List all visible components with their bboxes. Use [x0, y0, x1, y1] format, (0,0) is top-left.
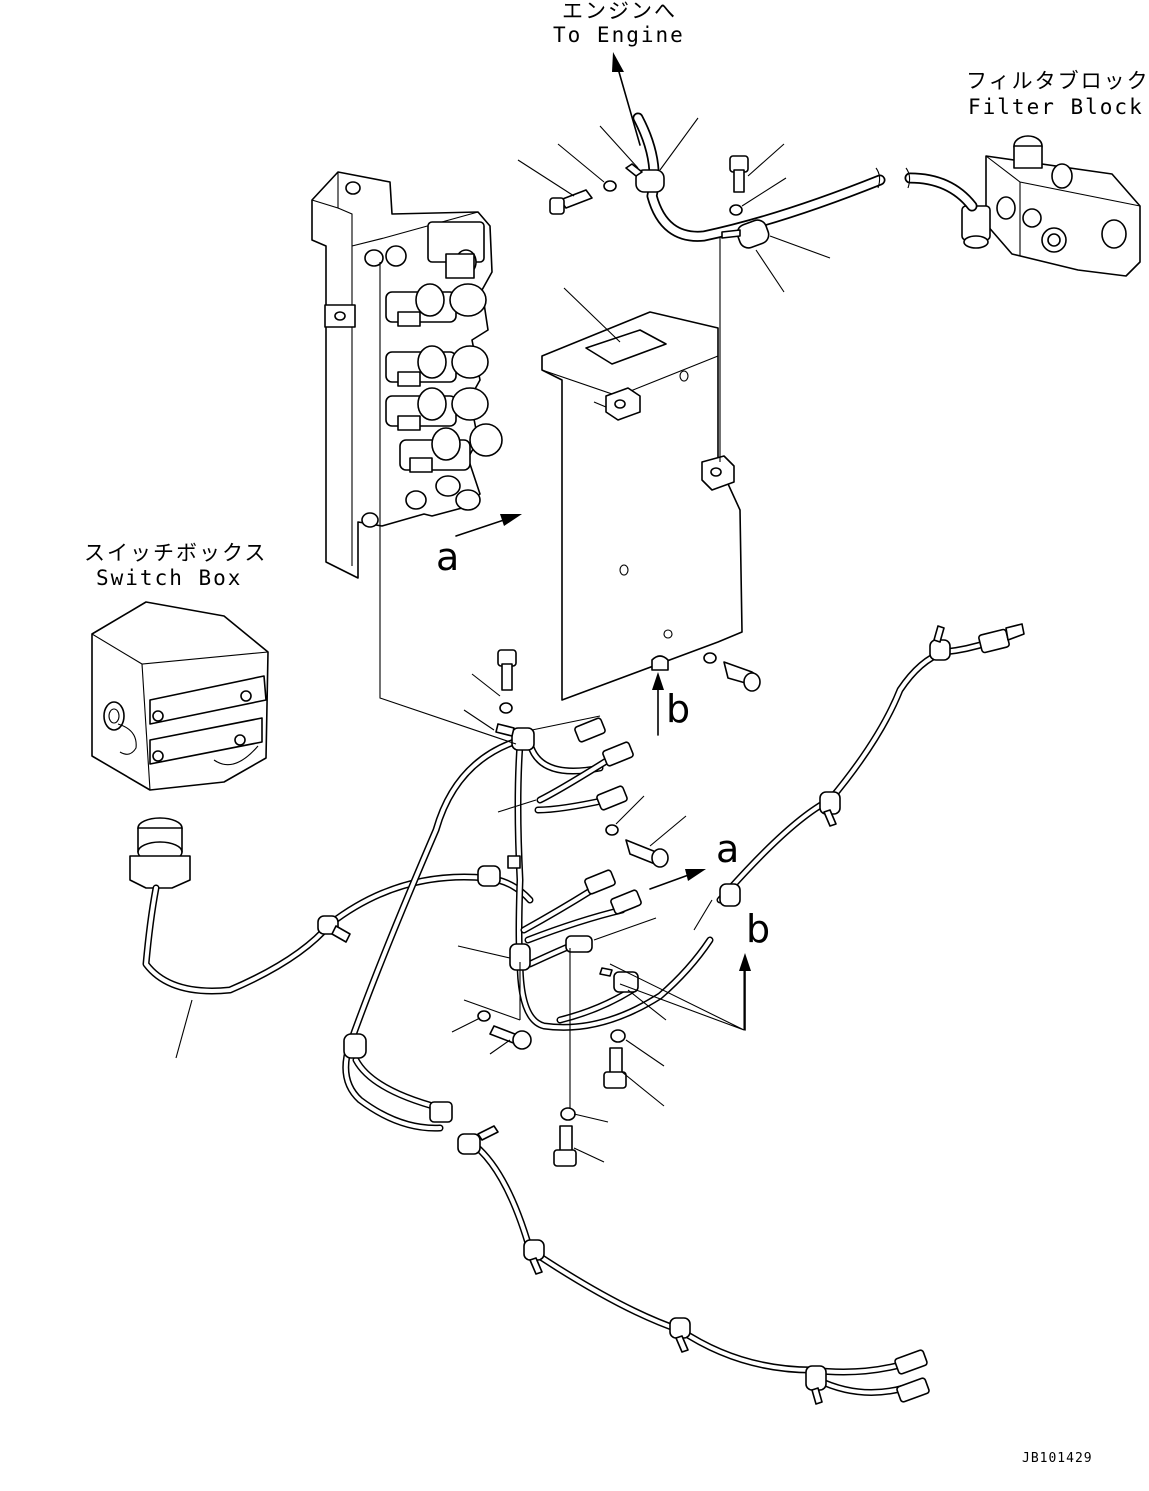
filter-block-label-en: Filter Block — [968, 95, 1144, 119]
bolt-harness-left — [489, 1025, 532, 1050]
switch-box-label-jp: スイッチボックス — [84, 541, 267, 565]
label-plate — [585, 329, 667, 365]
arrow-to-engine — [612, 52, 641, 146]
marker-b-upper: b — [666, 687, 690, 731]
arrow-b-lower — [739, 953, 751, 1031]
filter-block — [961, 135, 1141, 277]
arrow-a-lower — [649, 869, 706, 890]
bolt-panel-right — [703, 652, 761, 692]
washer-harness-mid — [605, 824, 619, 836]
solenoid-valve-1 — [385, 283, 487, 327]
leader-lines — [175, 117, 831, 1163]
washer-harness-upper — [499, 702, 513, 714]
hose-clamp-upper — [625, 163, 665, 193]
arrow-b-upper — [652, 672, 664, 736]
hose-clamp-right — [721, 219, 770, 249]
bolt-top-right — [729, 155, 749, 193]
controller-panel — [541, 311, 743, 701]
solenoid-valve-2 — [385, 345, 489, 387]
marker-a-upper: a — [436, 535, 459, 579]
bolt-harness-mid — [625, 839, 669, 868]
bolt-harness-bottom — [553, 1125, 577, 1167]
engine-label-jp: エンジンへ — [562, 0, 677, 23]
toggle-switch — [129, 817, 191, 889]
switch-box — [91, 601, 269, 791]
harness-clamps — [317, 625, 951, 1405]
valve-bracket — [311, 171, 503, 579]
solenoid-valve-top — [385, 221, 485, 279]
washer-harness-left — [477, 1010, 491, 1022]
bolt-harness-upper — [497, 649, 517, 691]
bolt-harness-right — [603, 1047, 627, 1089]
marker-a-lower: a — [716, 827, 739, 871]
marker-b-lower: b — [746, 907, 770, 951]
filter-hose — [632, 112, 978, 242]
washer-harness-bottom — [560, 1107, 576, 1121]
arrow-a-upper — [455, 514, 522, 537]
drawing-code: JB101429 — [1022, 1451, 1093, 1466]
washer-top-left — [603, 180, 617, 192]
washer-top-right — [729, 204, 743, 216]
washer-harness-right — [610, 1029, 626, 1043]
switch-box-label-en: Switch Box — [96, 566, 242, 590]
bolt-top-left — [549, 189, 593, 215]
solenoid-valve-3 — [385, 387, 489, 431]
filter-block-label-jp: フィルタブロック — [966, 69, 1149, 93]
solenoid-valve-4 — [399, 423, 503, 473]
wire-harness — [142, 638, 994, 1396]
harness-connectors — [574, 623, 1025, 1403]
engine-label-en: To Engine — [553, 23, 685, 47]
